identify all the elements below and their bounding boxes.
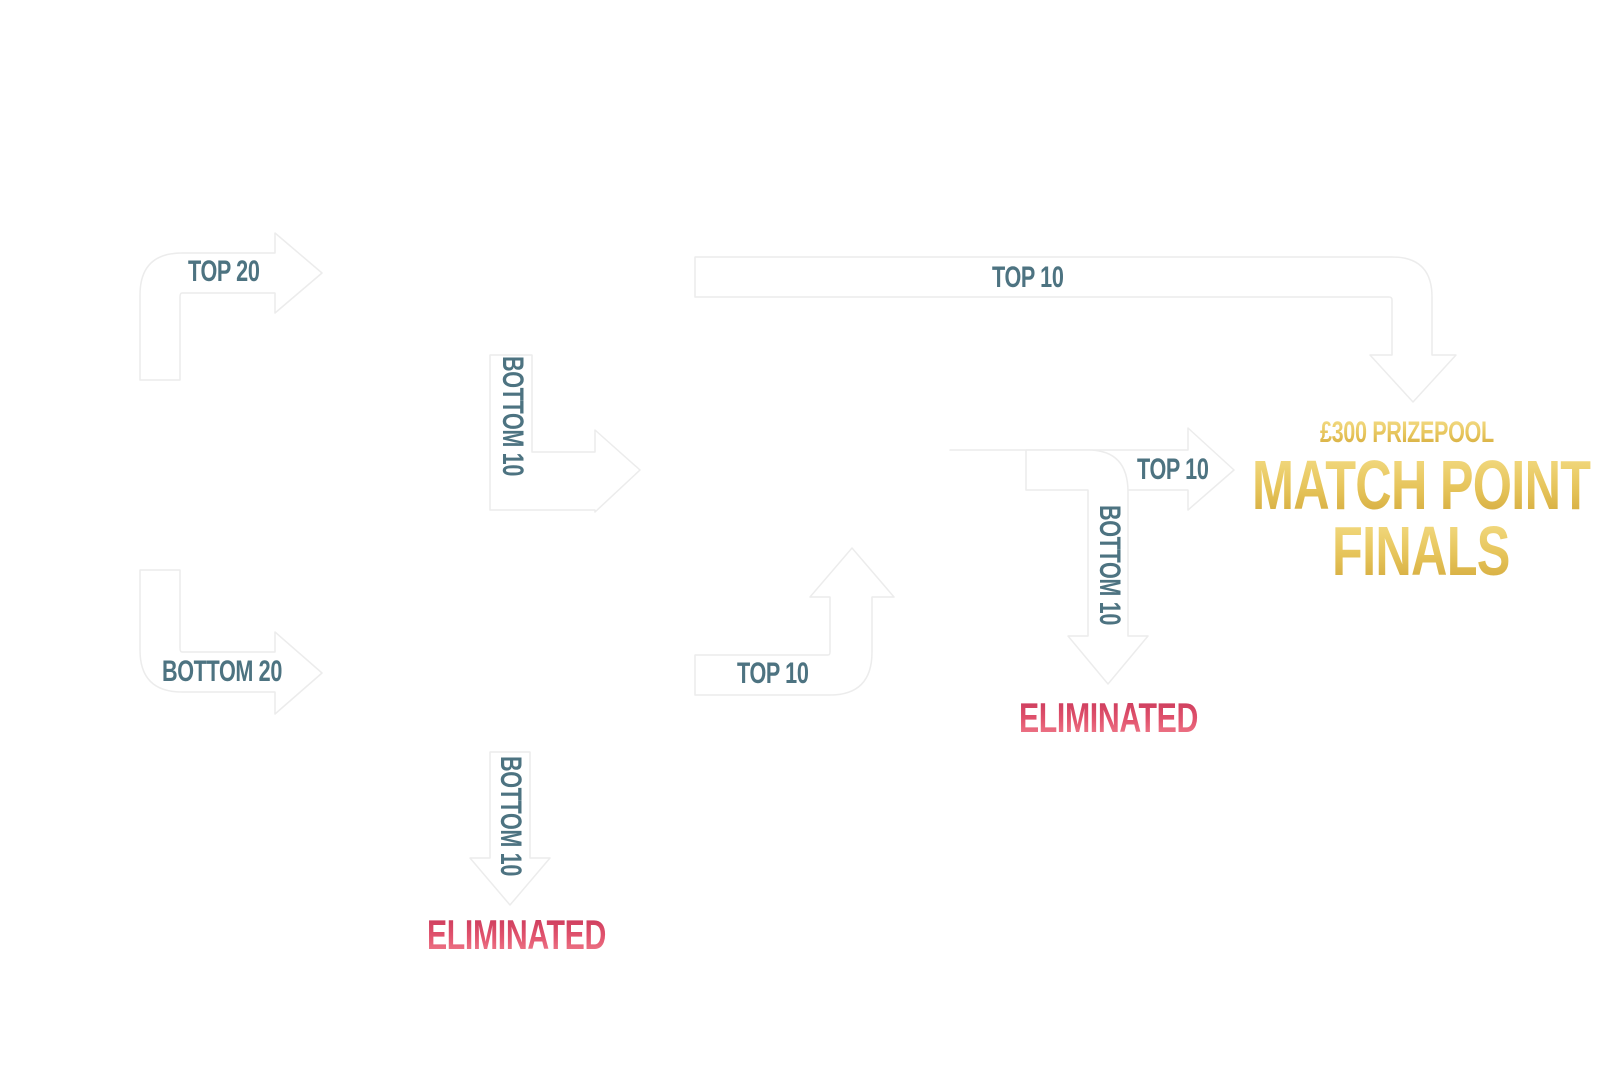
eliminated-stage2: ELIMINATED: [1019, 694, 1198, 741]
arrow-bottom-10-stage2: [1025, 449, 1149, 685]
label-bottom-10-lower: BOTTOM 10: [494, 756, 527, 876]
arrow-top-10-long: [694, 256, 1457, 403]
arrow-bottom-10-lower: [469, 751, 551, 906]
label-bottom-10-upper: BOTTOM 10: [496, 356, 529, 476]
finals-title-line2: FINALS: [1332, 512, 1510, 590]
prizepool-label: £300 PRIZEPOOL: [1320, 416, 1494, 449]
label-bottom-20: BOTTOM 20: [162, 655, 282, 688]
label-bottom-10-stage2: BOTTOM 10: [1093, 505, 1126, 625]
eliminated-stage1: ELIMINATED: [427, 911, 606, 958]
label-top-20: TOP 20: [188, 255, 260, 288]
arrow-top-20: [139, 232, 323, 381]
label-top-10-stage2: TOP 10: [1137, 453, 1209, 486]
arrow-bottom-10-upper: [489, 354, 641, 513]
label-top-10-lower: TOP 10: [737, 657, 809, 690]
label-top-10-long: TOP 10: [992, 261, 1064, 294]
arrow-top-10-lower: [694, 547, 895, 696]
finals-title-line1: MATCH POINT: [1252, 446, 1591, 524]
arrow-bottom-20: [139, 569, 323, 715]
